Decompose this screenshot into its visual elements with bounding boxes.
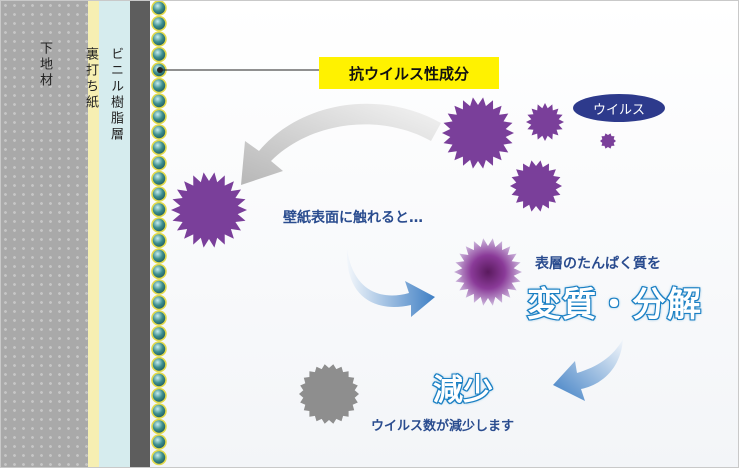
antiviral-bead [151, 403, 167, 419]
vinyl-resin-layer [99, 1, 130, 467]
backing-paper-layer [88, 1, 99, 467]
reduce-caption: ウイルス数が減少します [371, 419, 515, 434]
antiviral-bead [151, 139, 167, 156]
antiviral-bead [151, 155, 167, 171]
antiviral-bead [151, 434, 167, 450]
vinyl-resin-label: ビニル樹脂層 [108, 47, 123, 143]
denature-headline: 変質・分解 [526, 284, 702, 326]
substrate-layer [1, 1, 88, 467]
contact-caption: 壁紙表面に触れると… [283, 210, 423, 226]
antiviral-bead [151, 201, 167, 218]
antiviral-bead [151, 325, 167, 342]
antiviral-bead [151, 372, 167, 388]
blue-arrow-to-reduce [553, 339, 623, 401]
virus-large [442, 97, 514, 169]
antiviral-bead [151, 124, 167, 140]
antiviral-bead [151, 77, 167, 94]
antiviral-bead [151, 294, 167, 311]
substrate-label: 下地材 [37, 41, 52, 89]
antiviral-bead [151, 279, 167, 295]
antiviral-bead [151, 1, 167, 16]
virus-medium-lower [510, 160, 562, 212]
antiviral-bead [151, 108, 167, 125]
antiviral-bead [151, 46, 167, 63]
virus-denatured [454, 238, 522, 306]
antiviral-bead [151, 356, 167, 373]
antiviral-bead [151, 217, 167, 233]
antiviral-bead [151, 248, 167, 264]
virus-inactivated [299, 364, 359, 424]
antiviral-bead [151, 15, 167, 32]
surface-strip [130, 1, 150, 467]
protein-caption: 表層のたんぱく質を [535, 256, 661, 272]
reduce-headline: 減少 [432, 372, 494, 409]
antiviral-bead [151, 170, 167, 187]
virus-small [600, 133, 616, 149]
antiviral-bead [151, 232, 167, 249]
antiviral-bead [151, 449, 167, 466]
backing-paper-label: 裏打ち紙 [83, 47, 98, 111]
antiviral-bead [151, 31, 167, 47]
antiviral-bead [151, 418, 167, 435]
antiviral-bead [151, 341, 167, 357]
antiviral-bead [151, 387, 167, 404]
virus-medium [526, 103, 564, 141]
antiviral-bead [151, 263, 167, 280]
leader-dot [157, 67, 163, 73]
antiviral-bead-column [151, 1, 167, 466]
blue-arrow-to-denature [346, 249, 435, 317]
grey-curved-arrow [241, 103, 441, 185]
antiviral-agent-label: 抗ウイルス性成分 [319, 57, 499, 89]
virus-contact [171, 172, 247, 248]
virus-tag: ウイルス [573, 94, 665, 122]
antiviral-bead [151, 93, 167, 109]
antiviral-bead [151, 310, 167, 326]
antiviral-bead [151, 186, 167, 202]
